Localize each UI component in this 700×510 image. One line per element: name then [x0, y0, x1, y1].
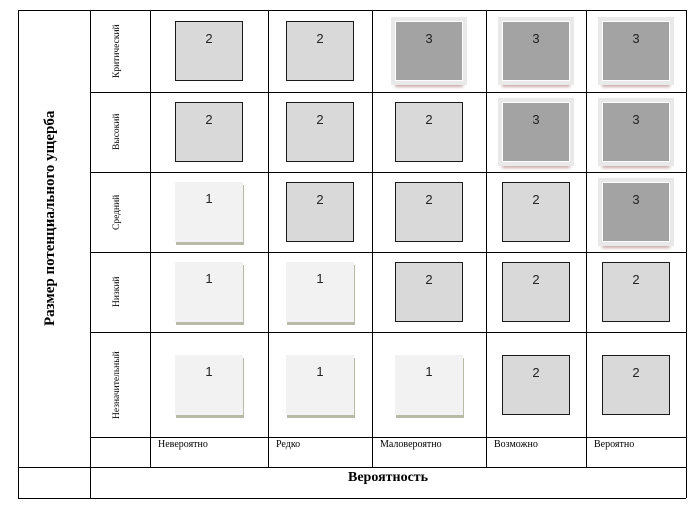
- table-border-left: [18, 10, 19, 498]
- risk-cell: 2: [395, 182, 463, 242]
- risk-cell: 2: [502, 182, 570, 242]
- risk-cell: 3: [598, 98, 674, 166]
- risk-cell: 1: [175, 355, 243, 415]
- risk-cell: 1: [395, 355, 463, 415]
- row-label: Высокий: [112, 113, 122, 150]
- grid-column-line: [268, 10, 269, 467]
- risk-cell: 1: [286, 355, 354, 415]
- risk-cell: 3: [598, 17, 674, 85]
- risk-cell: 2: [502, 262, 570, 322]
- risk-cell: 2: [175, 21, 243, 81]
- column-label: Вероятно: [594, 439, 635, 450]
- risk-cell: 1: [286, 262, 354, 322]
- table-border-axis: [18, 467, 686, 468]
- risk-cell: 2: [286, 102, 354, 162]
- risk-cell: 2: [502, 355, 570, 415]
- risk-cell: 2: [286, 21, 354, 81]
- risk-cell: 3: [498, 98, 574, 166]
- row-label: Средний: [112, 194, 122, 230]
- column-label: Невероятно: [158, 439, 208, 450]
- risk-cell: 2: [175, 102, 243, 162]
- risk-cell: 3: [598, 178, 674, 246]
- grid-column-line: [150, 10, 151, 467]
- risk-cell: 2: [286, 182, 354, 242]
- column-label: Редко: [276, 439, 301, 450]
- risk-cell: 2: [395, 262, 463, 322]
- grid-row-line: [90, 172, 686, 173]
- risk-cell: 3: [498, 17, 574, 85]
- table-border-top: [18, 10, 686, 11]
- grid-row-line: [90, 252, 686, 253]
- grid-column-line: [486, 10, 487, 467]
- table-border-bottom: [18, 498, 686, 499]
- risk-cell: 2: [602, 355, 670, 415]
- table-border-right: [686, 10, 687, 498]
- row-label: Низкий: [112, 276, 122, 307]
- grid-column-line: [372, 10, 373, 467]
- risk-cell: 1: [175, 182, 243, 242]
- grid-row-line: [90, 332, 686, 333]
- row-label: Незначительный: [112, 351, 122, 419]
- grid-row-line: [90, 92, 686, 93]
- column-label: Возможно: [494, 439, 538, 450]
- column-label: Маловероятно: [380, 439, 442, 450]
- risk-cell: 2: [395, 102, 463, 162]
- risk-cell: 1: [175, 262, 243, 322]
- risk-cell: 3: [391, 17, 467, 85]
- y-axis-title: Размер потенциального ущерба: [42, 110, 58, 326]
- grid-column-line: [586, 10, 587, 467]
- grid-row-line: [90, 437, 686, 438]
- risk-cell: 2: [602, 262, 670, 322]
- x-axis-title: Вероятность: [348, 470, 429, 485]
- row-label: Критический: [112, 24, 122, 78]
- table-divider-label-column: [90, 10, 91, 498]
